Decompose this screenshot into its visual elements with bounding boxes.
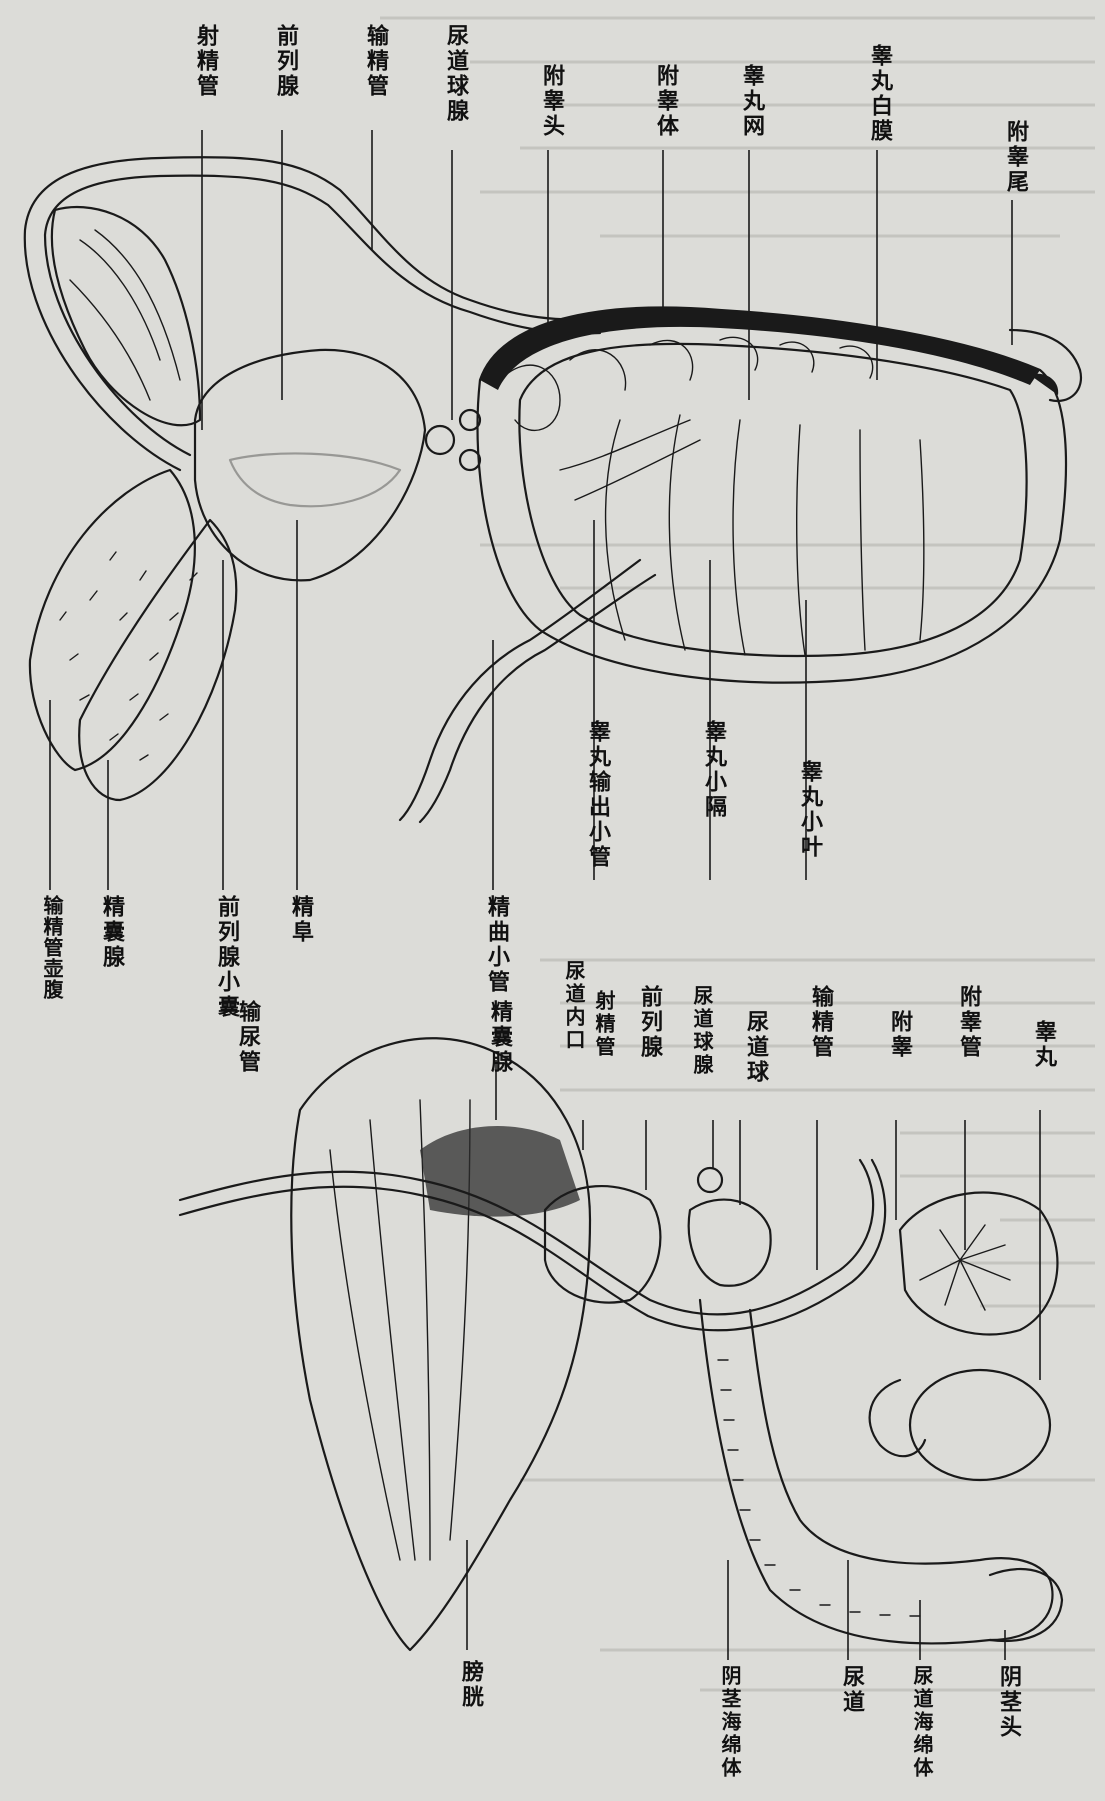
label-prostate: 前列腺 bbox=[270, 24, 302, 99]
bottom-figure bbox=[180, 1038, 1062, 1650]
label-epididymis-head: 附睾头 bbox=[536, 64, 568, 139]
label-testis-lobule: 睾丸小叶 bbox=[794, 760, 826, 860]
label-urethral-bulb: 尿道球 bbox=[740, 1010, 772, 1085]
label-epididymis-tail: 附睾尾 bbox=[1000, 120, 1032, 195]
top-figure bbox=[25, 157, 1081, 822]
label-prostate-2: 前列腺 bbox=[634, 985, 666, 1060]
label-glans-penis: 阴茎头 bbox=[993, 1665, 1025, 1740]
label-vas-deferens-2: 输精管 bbox=[805, 985, 837, 1060]
label-ampulla-of-vas: 输精管壶腹 bbox=[38, 895, 67, 1000]
label-epididymis: 附睾 bbox=[884, 1010, 916, 1060]
label-testis-septum: 睾丸小隔 bbox=[698, 720, 730, 820]
label-urethra: 尿道 bbox=[836, 1665, 868, 1715]
label-rete-testis: 睾丸网 bbox=[736, 64, 768, 139]
label-testis: 睾丸 bbox=[1028, 1020, 1060, 1070]
label-ejaculatory-duct: 射精管 bbox=[190, 24, 222, 99]
label-corpus-cavernosum-penis: 阴茎海绵体 bbox=[716, 1665, 745, 1780]
label-bladder: 膀胱 bbox=[455, 1660, 487, 1710]
label-corpus-spongiosum: 尿道海绵体 bbox=[908, 1665, 937, 1780]
label-epididymal-duct: 附睾管 bbox=[953, 985, 985, 1060]
label-bulbourethral-gland: 尿道球腺 bbox=[440, 24, 472, 124]
label-seminal-vesicle: 精囊腺 bbox=[96, 895, 128, 970]
label-prostatic-urethra: 输尿管 bbox=[232, 1000, 264, 1075]
label-tunica-albuginea: 睾丸白膜 bbox=[864, 44, 896, 144]
label-seminal-vesicle-2: 精囊腺 bbox=[484, 1000, 516, 1075]
label-seminiferous-tubule: 精曲小管 bbox=[481, 895, 513, 995]
label-urethral-orifice: 尿道内口 bbox=[560, 960, 589, 1052]
label-ejaculatory-duct-2: 射精管 bbox=[590, 990, 619, 1059]
label-bulbourethral-gland-2: 尿道球腺 bbox=[688, 985, 717, 1077]
label-seminal-colliculus: 精阜 bbox=[285, 895, 317, 945]
label-epididymis-body: 附睾体 bbox=[650, 64, 682, 139]
leader-lines bbox=[50, 130, 1040, 1660]
label-vas-deferens: 输精管 bbox=[360, 24, 392, 99]
label-efferent-ductules: 睾丸输出小管 bbox=[582, 720, 614, 870]
background-text-lines bbox=[380, 18, 1095, 1690]
